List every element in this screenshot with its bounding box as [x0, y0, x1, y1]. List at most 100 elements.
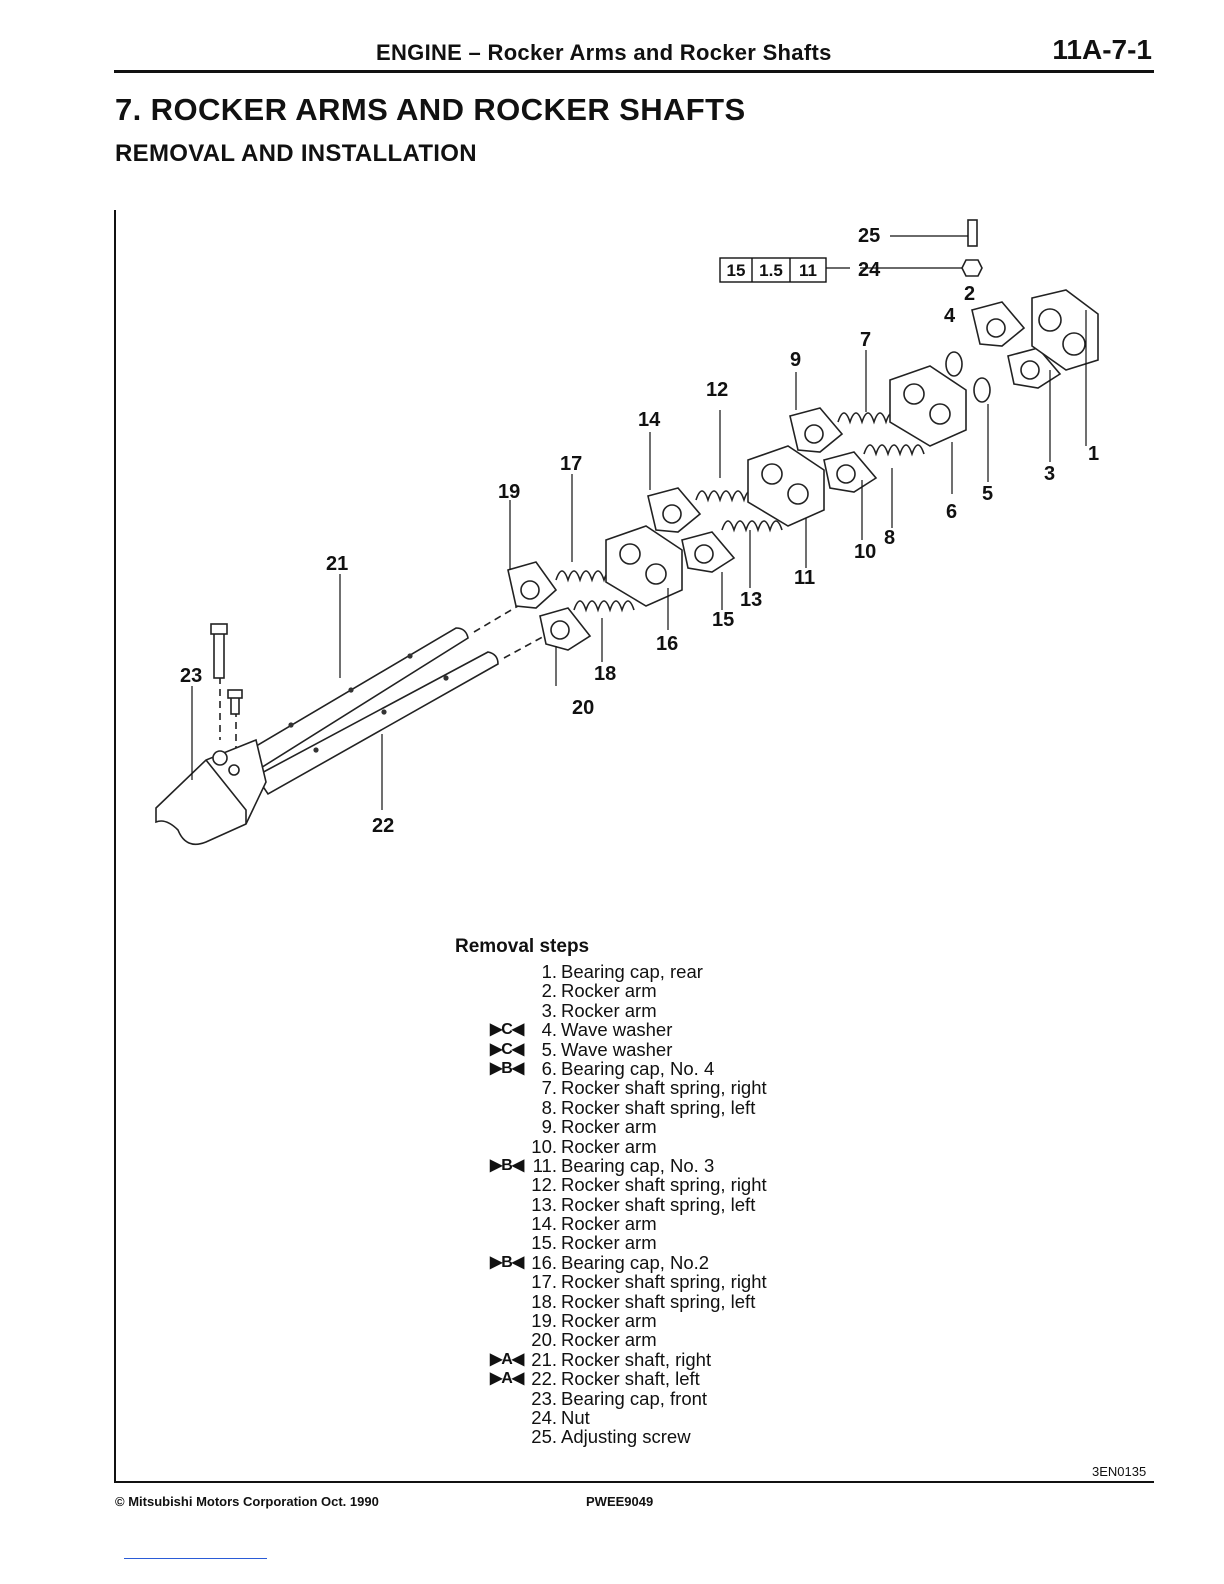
step-number: 8. [541, 1096, 557, 1118]
step-number: 5. [541, 1038, 557, 1060]
step-label: Rocker arm [561, 1213, 657, 1235]
front-cap-bolts [210, 623, 243, 715]
bearing-cap-no3-shape [747, 445, 825, 527]
step-label: Rocker arm [561, 1329, 657, 1351]
removal-step: 12.Rocker shaft spring, right [455, 1174, 766, 1196]
callout-20: 20 [572, 697, 594, 719]
removal-step: 10.Rocker arm [455, 1136, 656, 1156]
step-number: 16. [531, 1251, 557, 1273]
callout-8: 8 [884, 527, 895, 549]
footer-publication: PWEE9049 [586, 1494, 654, 1509]
step-number: 1. [541, 961, 557, 982]
step-label: Rocker arm [561, 1135, 657, 1157]
step-label: Wave washer [561, 1038, 673, 1060]
step-label: Rocker arm [561, 1232, 657, 1254]
step-label: Rocker shaft spring, left [561, 1290, 756, 1312]
removal-step: 14.Rocker arm [455, 1214, 656, 1234]
step-label: Rocker shaft, left [561, 1368, 700, 1390]
removal-step: ▶A◀21.Rocker shaft, right [455, 1348, 711, 1370]
removal-step: 2.Rocker arm [455, 981, 657, 1001]
exploded-view-svg: 15 1.5 11 1 2 3 4 5 6 7 8 9 10 11 12 13 … [155, 219, 1099, 846]
springs-12-13 [695, 490, 783, 533]
removal-step: 13.Rocker shaft spring, left [455, 1193, 755, 1215]
step-label: Bearing cap, front [561, 1387, 708, 1409]
removal-steps-heading: Removal steps [455, 936, 590, 957]
scan-artifact-rule [124, 1558, 267, 1559]
removal-step: 24.Nut [455, 1408, 590, 1428]
torque-nm: 15 [727, 261, 746, 280]
callout-labels: 1 2 3 4 5 6 7 8 9 10 11 12 13 14 15 16 1… [180, 225, 1099, 837]
removal-step: 8.Rocker shaft spring, left [455, 1096, 756, 1118]
step-number: 20. [531, 1329, 557, 1351]
step-number: 18. [531, 1290, 557, 1312]
step-reference-mark: ▶B◀ [490, 1253, 524, 1271]
step-number: 11. [532, 1154, 557, 1176]
callout-22: 22 [372, 815, 394, 837]
step-reference-mark: ▶B◀ [490, 1059, 524, 1077]
removal-step: ▶C◀4.Wave washer [455, 1020, 672, 1040]
step-number: 9. [541, 1116, 557, 1138]
removal-step: ▶C◀5.Wave washer [455, 1038, 672, 1060]
bearing-cap-front-shape [155, 738, 267, 846]
step-number: 6. [541, 1057, 557, 1079]
leader-lines [191, 235, 1087, 810]
torque-ftlbs: 11 [799, 261, 817, 280]
callout-23: 23 [180, 665, 202, 687]
step-number: 25. [531, 1426, 557, 1448]
rocker-arm-9-10-shapes [789, 407, 878, 493]
step-reference-mark: ▶A◀ [490, 1370, 524, 1388]
callout-21: 21 [326, 553, 348, 575]
step-number: 13. [531, 1193, 557, 1215]
step-number: 17. [531, 1271, 557, 1293]
header-title: ENGINE – Rocker Arms and Rocker Shafts [376, 40, 832, 65]
removal-step: 15.Rocker arm [455, 1233, 656, 1253]
rocker-shaft-left-shape [254, 651, 499, 796]
callout-12: 12 [706, 379, 728, 401]
bearing-cap-no2-shape [605, 525, 683, 607]
header-page-number: 11A-7-1 [1052, 34, 1152, 65]
callout-7: 7 [860, 329, 871, 351]
callout-18: 18 [594, 663, 616, 685]
step-number: 3. [541, 999, 557, 1021]
step-label: Rocker shaft spring, right [561, 1271, 767, 1293]
callout-2: 2 [964, 283, 975, 305]
removal-step: ▶A◀ 22.Rocker shaft, left [455, 1368, 700, 1390]
step-label: Rocker arm [561, 1116, 657, 1138]
callout-1: 1 [1088, 443, 1099, 465]
torque-spec-box: 15 1.5 11 [719, 257, 827, 283]
removal-step: ▶B◀6.Bearing cap, No. 4 [455, 1057, 714, 1079]
step-label: Adjusting screw [561, 1426, 691, 1448]
callout-15: 15 [712, 609, 734, 631]
header-rule [114, 70, 1154, 73]
removal-step: 7.Rocker shaft spring, right [455, 1077, 767, 1099]
step-number: 7. [541, 1077, 557, 1099]
callout-9: 9 [790, 349, 801, 371]
step-label: Rocker shaft spring, right [561, 1174, 767, 1196]
step-number: 22. [531, 1368, 557, 1390]
removal-step: 3.Rocker arm [455, 999, 657, 1021]
springs-17-18 [555, 570, 635, 613]
section-subtitle: REMOVAL AND INSTALLATION [115, 140, 477, 167]
rocker-arm-19-20-shapes [507, 561, 592, 651]
callout-24: 24 [858, 259, 881, 281]
step-number: 23. [531, 1387, 557, 1409]
step-label: Bearing cap, No. 3 [561, 1154, 715, 1176]
removal-step: 20.Rocker arm [455, 1329, 656, 1351]
frame-left-rule [114, 210, 116, 1482]
nut-shape [961, 259, 983, 277]
shaft-oil-holes [288, 653, 449, 753]
callout-5: 5 [982, 483, 993, 505]
removal-step: 17.Rocker shaft spring, right [455, 1271, 766, 1293]
step-number: 12. [531, 1174, 557, 1196]
step-label: Rocker shaft spring, right [561, 1077, 767, 1099]
step-number: 21. [531, 1348, 557, 1370]
springs-7-8 [837, 412, 925, 457]
rocker-shaft-right-shape [234, 627, 469, 778]
rocker-arm-2-3-shapes [971, 301, 1062, 389]
removal-step: 25.Adjusting screw [455, 1426, 690, 1448]
section-title: 7. ROCKER ARMS AND ROCKER SHAFTS [115, 92, 746, 127]
step-reference-mark: ▶B◀ [490, 1156, 524, 1174]
exploded-view-diagram: 15 1.5 11 1 2 3 4 5 6 7 8 9 10 11 12 13 … [116, 210, 1156, 930]
